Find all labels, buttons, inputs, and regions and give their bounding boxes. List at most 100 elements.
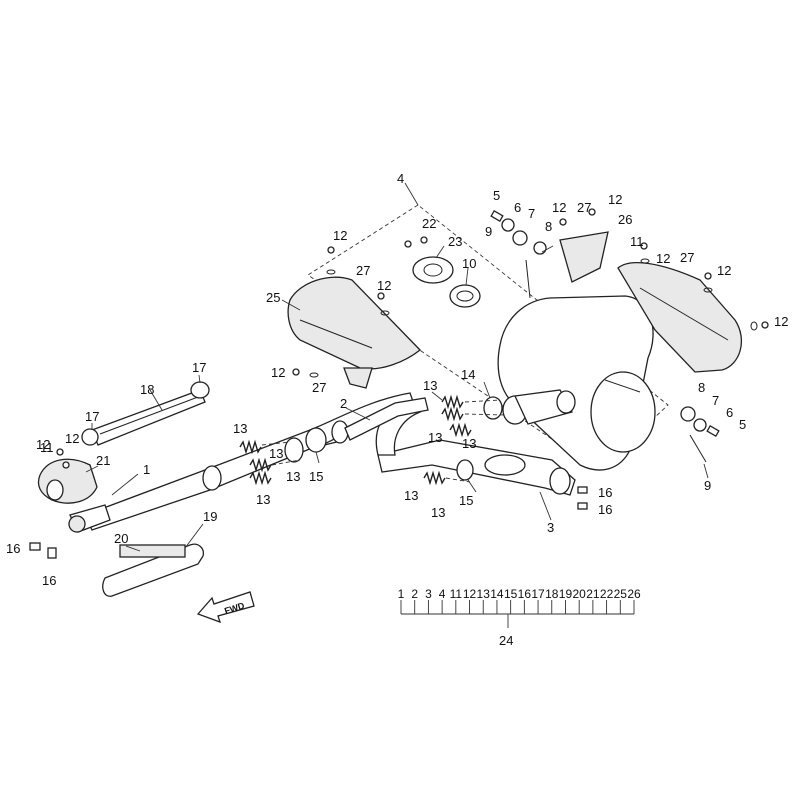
callout-13: 13 [428,430,442,445]
callout-17: 17 [192,360,206,375]
callout-27: 27 [680,250,694,265]
callout-13: 13 [286,469,300,484]
callout-21: 21 [96,453,110,468]
kit-key-member: 4 [439,587,446,601]
callout-3: 3 [547,520,554,535]
kit-key-member: 26 [627,587,641,601]
callout-8: 8 [698,380,705,395]
forward-direction-arrow: FWD [196,591,255,624]
callout-6: 6 [726,405,733,420]
callout-17: 17 [85,409,99,424]
callout-16: 16 [598,502,612,517]
callout-13: 13 [404,488,418,503]
kit-key-member: 17 [531,587,545,601]
callout-12: 12 [377,278,391,293]
insulation-pad-20 [119,544,186,558]
callout-12: 12 [65,431,79,446]
tailpipe-end [68,504,111,533]
kit-key-member: 19 [559,587,573,601]
callout-27: 27 [312,380,326,395]
kit-key-number: 24 [499,633,513,648]
heat-shield-18 [91,389,206,446]
clamp-17-right [190,381,210,399]
kit-key-member: 21 [586,587,600,601]
callout-5: 5 [493,188,500,203]
callout-13: 13 [423,378,437,393]
kit-key-member: 14 [490,587,504,601]
callout-labels: 1 2 3 4 5 5 6 6 7 7 8 8 9 9 10 11 11 12 … [6,171,788,588]
bolts-12 [56,208,769,469]
studs-22 [404,236,428,248]
muffler-inlet [502,389,576,425]
callout-16: 16 [598,485,612,500]
callout-12: 12 [608,192,622,207]
callout-12: 12 [656,251,670,266]
mount-hardware-right [680,406,720,463]
callout-13: 13 [233,421,247,436]
exhaust-tip-21 [37,458,98,504]
callout-6: 6 [514,200,521,215]
kit-key-member: 11 [450,587,463,601]
callout-13: 13 [269,446,283,461]
callout-19: 19 [203,509,217,524]
callout-12: 12 [717,263,731,278]
callout-12: 12 [36,437,50,452]
callout-1: 1 [143,462,150,477]
gasket-14 [483,396,503,420]
kit-key-member: 3 [425,587,432,601]
callout-25: 25 [266,290,280,305]
muffler-body [497,295,656,471]
callout-15: 15 [459,493,473,508]
upper-heat-shield-26 [559,231,609,283]
kit-key-member: 13 [477,587,491,601]
right-heat-shield [617,262,743,373]
kit-key-member: 1 [398,587,405,601]
callout-12: 12 [333,228,347,243]
gasket-15-left [284,427,327,463]
header-pipe-1 [84,392,416,531]
callout-22: 22 [422,216,436,231]
callout-11: 11 [40,440,54,455]
bolts-16 [29,486,588,559]
callout-27: 27 [577,200,591,215]
kit-key-member: 2 [411,587,418,601]
callout-20: 20 [114,531,128,546]
callout-2: 2 [340,396,347,411]
mount-hardware-top [490,210,547,299]
callout-10: 10 [462,256,476,271]
callout-8: 8 [545,219,552,234]
clamp-17-left [81,428,99,446]
kit-key-member: 18 [545,587,559,601]
callout-18: 18 [140,382,154,397]
mid-pipe-2 [344,397,429,441]
header-pipe-3 [375,404,576,496]
leader-lines [85,182,709,552]
gasket-15-right [456,459,474,481]
callout-5: 5 [739,417,746,432]
callout-23: 23 [448,234,462,249]
callout-13: 13 [431,505,445,520]
callout-15: 15 [309,469,323,484]
muffler-heat-shield [287,276,421,389]
callout-26: 26 [618,212,632,227]
kit-key-member: 20 [572,587,586,601]
callout-12: 12 [774,314,788,329]
callout-4: 4 [397,171,404,186]
callout-16: 16 [6,541,20,556]
callout-7: 7 [528,206,535,221]
flange-23 [412,256,454,284]
callout-11: 11 [630,234,644,249]
kit-key-member: 16 [518,587,532,601]
callout-12: 12 [271,365,285,380]
kit-key-member: 25 [614,587,628,601]
callout-9: 9 [485,224,492,239]
callout-13: 13 [462,436,476,451]
callout-12: 12 [552,200,566,215]
callout-9: 9 [704,478,711,493]
callout-7: 7 [712,393,719,408]
springs-13 [239,394,506,486]
gasket-10 [449,284,481,308]
callout-16: 16 [42,573,56,588]
